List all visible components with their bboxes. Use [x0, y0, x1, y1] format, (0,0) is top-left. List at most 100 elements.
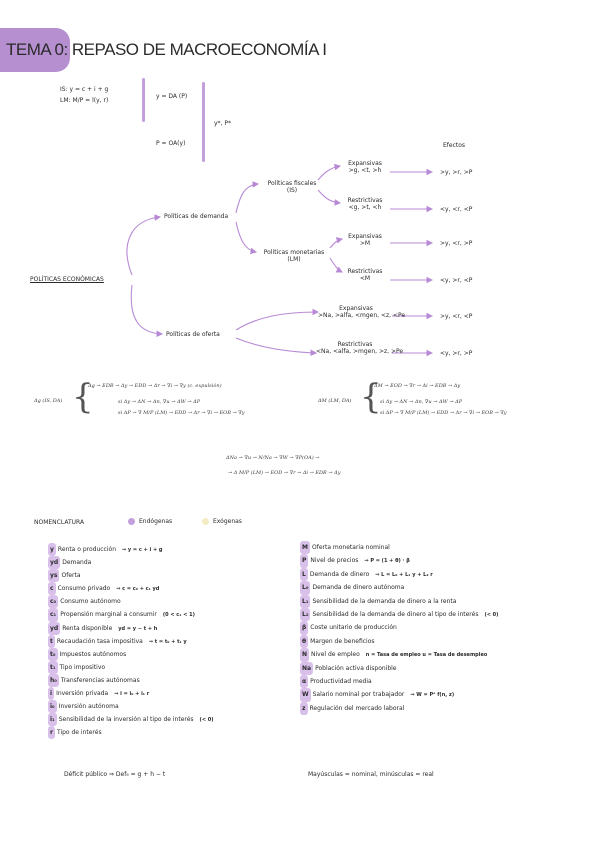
effect-2: <y, <r, <P	[440, 206, 473, 213]
nomenclature-symbol: L₁	[300, 594, 311, 608]
lm-equation: LM: M/P = l(y, r)	[60, 97, 109, 104]
leaf-title: Expansivas	[348, 233, 382, 240]
exogenous-swatch	[202, 518, 209, 525]
nomenclature-symbol: N	[300, 648, 310, 662]
nomenclature-symbol: i₁	[48, 713, 57, 727]
is-equation: IS: y = c + i + g	[60, 86, 109, 93]
nomenclature-symbol: L₂	[300, 607, 311, 622]
monetary-shock-label: ΔM (LM, DA)	[318, 398, 352, 404]
nomenclature-description: Nivel de precios	[310, 557, 359, 565]
nomenclature-symbol: t₀	[48, 647, 58, 661]
nomenclature-note: ⇒ t = t₀ + t₁ y	[148, 638, 187, 645]
node-fiscal-title: Políticas fiscales	[267, 180, 317, 187]
nomenclature-symbol: W	[300, 688, 311, 702]
leaf-detail: >M	[359, 240, 371, 247]
nomenclature-note: (< 0)	[484, 611, 499, 618]
nomenclature-description: Población activa disponible	[315, 664, 397, 672]
node-fiscal: Políticas fiscales (IS)	[262, 180, 322, 194]
nomenclature-note: ⇒ W = Pᵉ f(n, z)	[410, 692, 455, 699]
nomenclature-symbol: α	[300, 674, 309, 689]
nomenclature-note: (0 < c₁ < 1)	[162, 612, 195, 619]
legend-endogenous-label: Endógenas	[139, 518, 173, 525]
legend-endogenous: Endógenas	[128, 518, 172, 525]
nomenclature-description: Oferta	[61, 572, 81, 580]
nomenclature-note: ⇒ P = (1 + θ) · β	[364, 558, 410, 565]
fiscal-shock-label: Δg (IS, DA)	[34, 398, 63, 404]
da-equation: y = DA (P)	[156, 93, 188, 100]
oa-equation: P = OA(y)	[156, 140, 186, 147]
nomenclature-symbol: i	[48, 687, 55, 701]
leaf-monetary-restrictive: Restrictivas <M	[342, 268, 388, 282]
nomenclature-symbol: L₀	[300, 581, 311, 595]
nomenclature-symbol: yd	[48, 621, 61, 635]
nomenclature-symbol: θ	[300, 634, 309, 649]
nomenclature-description: Consumo autónomo	[60, 598, 121, 606]
nomenclature-symbol: yd	[48, 556, 61, 570]
nomenclature-symbol: ys	[48, 569, 60, 583]
node-supply: Políticas de oferta	[166, 331, 220, 338]
nomenclature-note: (< 0)	[199, 717, 214, 724]
leaf-fiscal-expansive: Expansivas >g, <t, >h	[340, 160, 390, 174]
effect-6: <y, >r, >P	[440, 350, 473, 357]
node-fiscal-tag: (IS)	[286, 187, 298, 194]
nomenclature-symbol: c	[48, 582, 56, 596]
nomenclature-note: ⇒ c = c₀ + c₁ yd	[116, 586, 160, 593]
nomenclature-description: Productividad media	[310, 677, 372, 685]
case-note: Mayúsculas = nominal, minúsculas = real	[308, 771, 434, 778]
equilibrium-label: y*, P*	[214, 120, 231, 127]
nomenclature-symbol: z	[300, 701, 308, 716]
nomenclature-symbol: t	[48, 634, 55, 648]
bracket-bar	[202, 82, 205, 162]
leaf-supply-restrictive: Restrictivas <Na, <alfa, >mgen, >z, >Pe	[316, 341, 404, 355]
effect-5: >y, <r, <P	[440, 313, 473, 320]
nomenclature-description: Tipo impositivo	[59, 663, 106, 671]
endogenous-swatch	[128, 518, 135, 525]
policy-tree-connectors	[126, 163, 434, 357]
nomenclature-note: ⇒ L = L₀ + L₁ y + L₂ r	[375, 571, 433, 578]
nomenclature-description: Coste unitario de producción	[310, 624, 397, 632]
leaf-title: Expansivas	[348, 160, 382, 167]
nomenclature-description: Demanda de dinero autónoma	[312, 584, 405, 592]
nomenclature-symbol: c₁	[48, 608, 59, 622]
leaf-monetary-expansive: Expansivas >M	[342, 233, 388, 247]
legend-exogenous-label: Exógenas	[213, 518, 242, 525]
deficit-formula: Déficit público ⇒ Def₉ = g + h − t	[64, 771, 166, 778]
leaf-detail: <Na, <alfa, >mgen, >z, >Pe	[316, 348, 404, 355]
nomenclature-description: Tipo de interés	[56, 729, 102, 737]
bracket-bar	[142, 78, 145, 122]
nomenclature-note: ⇒ y = c + i + g	[122, 547, 163, 553]
nomenclature-symbol: r	[48, 726, 55, 740]
nomenclature-symbol: h₀	[48, 673, 59, 688]
nomenclature-description: Sensibilidad de la demanda de dinero a l…	[312, 597, 457, 605]
nomenclature-description: Sensibilidad de la inversión al tipo de …	[58, 716, 194, 724]
fiscal-line-1: Δg → EDB → Δy → EDD → Δr → ∇i → ∇y (c. e…	[88, 383, 222, 389]
legend-exogenous: Exógenas	[202, 518, 242, 525]
leaf-title: Expansivas	[339, 305, 373, 312]
node-monetary-title: Políticas monetarias	[263, 249, 325, 256]
effect-1: >y, >r, >P	[440, 169, 473, 176]
nomenclature-description: Demanda	[62, 559, 92, 567]
leaf-title: Restrictivas	[347, 268, 383, 275]
nomenclature-description: Sensibilidad de la demanda de dinero al …	[312, 610, 479, 618]
nomenclature-symbol: t₁	[48, 660, 58, 674]
fiscal-line-3: si ΔP → ∇ M/P (LM) → EDD → Δr → ∇i → EOB…	[118, 410, 245, 416]
effect-3: >y, <r, >P	[440, 240, 473, 247]
nomenclature-symbol: Na	[300, 661, 314, 675]
effect-4: <y, >r, <P	[440, 277, 473, 284]
